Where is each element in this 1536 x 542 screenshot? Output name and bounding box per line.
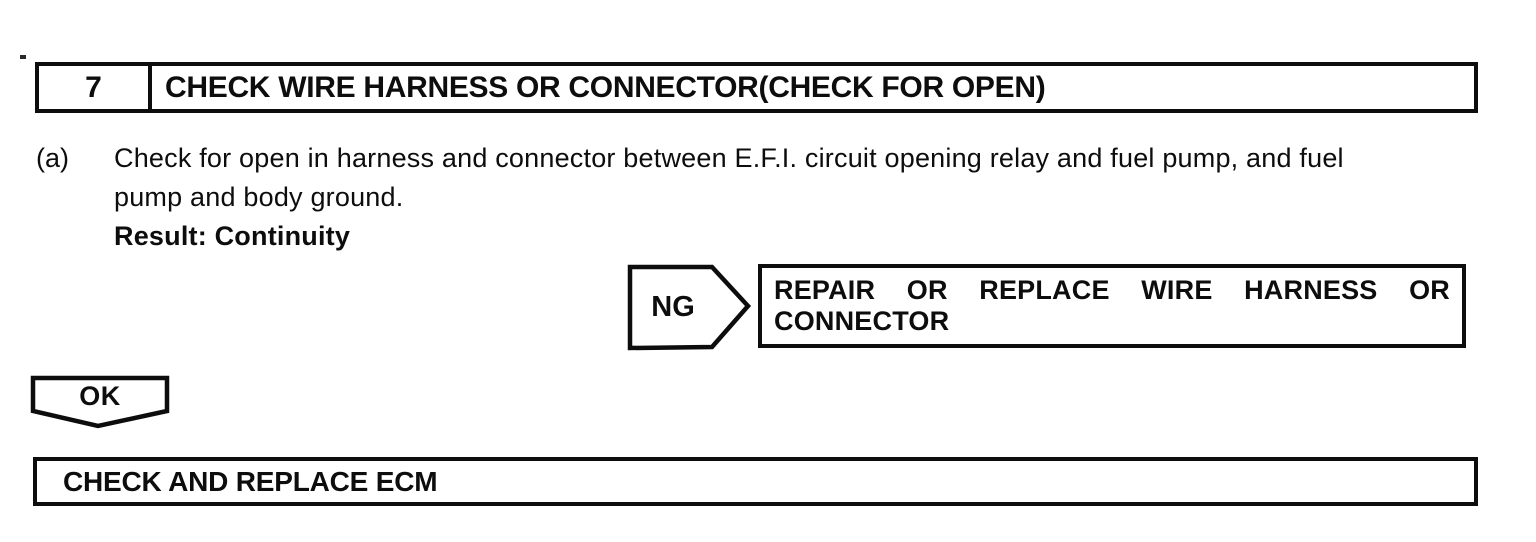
ng-action-text: REPAIR OR REPLACE WIRE HARNESS OR CONNEC… <box>774 275 1450 336</box>
ok-banner-shape <box>30 375 170 429</box>
ok-label: OK <box>79 380 121 411</box>
ng-action-box: REPAIR OR REPLACE WIRE HARNESS OR CONNEC… <box>758 264 1466 348</box>
ng-arrow-shape <box>627 264 752 351</box>
instruction-marker: (a) <box>36 143 69 173</box>
instruction-text: Check for open in harness and connector … <box>114 139 1484 256</box>
ok-banner: OK <box>29 373 171 431</box>
scan-artifact <box>20 55 26 59</box>
step-number: 7 <box>39 66 152 109</box>
instruction-line-2: pump and body ground. <box>114 182 404 212</box>
step-title: CHECK WIRE HARNESS OR CONNECTOR(CHECK FO… <box>165 70 1046 104</box>
step-header-box: 7 CHECK WIRE HARNESS OR CONNECTOR(CHECK … <box>35 62 1478 113</box>
result-line: Result: Continuity <box>114 221 351 251</box>
ng-arrow: NG <box>626 262 754 352</box>
ng-label: NG <box>651 290 695 323</box>
ok-action-box: CHECK AND REPLACE ECM <box>33 457 1478 506</box>
instruction-line-1: Check for open in harness and connector … <box>114 143 1344 173</box>
